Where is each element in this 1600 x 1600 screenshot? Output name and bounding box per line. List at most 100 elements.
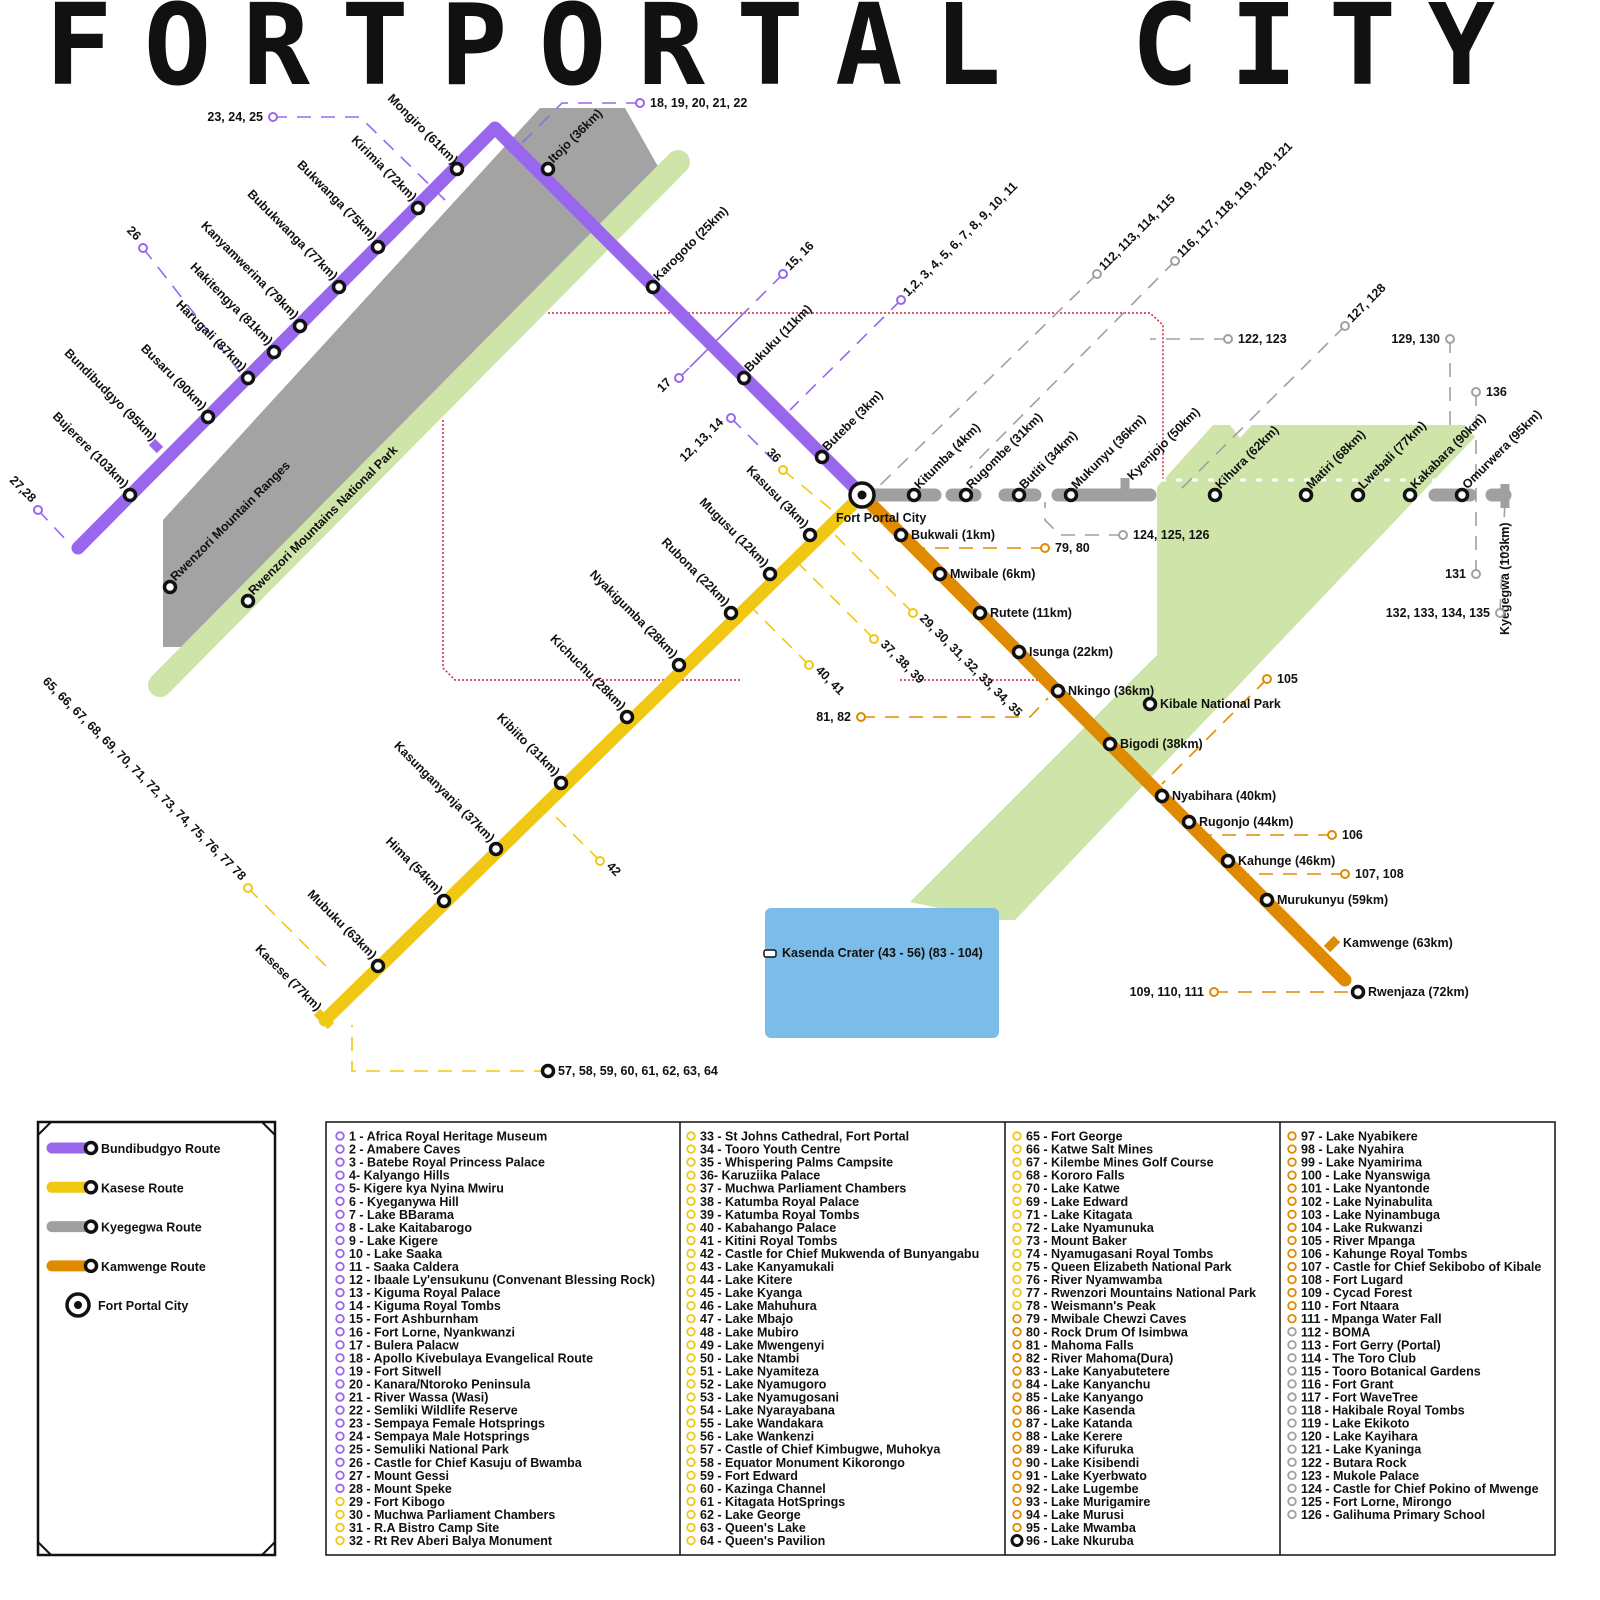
station-marker[interactable] bbox=[972, 605, 988, 621]
place-marker-icon bbox=[1012, 1300, 1022, 1311]
station-marker[interactable] bbox=[540, 161, 556, 177]
station-marker[interactable] bbox=[1298, 487, 1314, 503]
poi-marker[interactable] bbox=[635, 98, 645, 108]
station-marker[interactable] bbox=[814, 449, 830, 465]
place-list-item: 123 - Mukole Palace bbox=[1301, 1469, 1419, 1483]
station-marker[interactable] bbox=[1402, 487, 1418, 503]
legend-station-icon bbox=[83, 1140, 99, 1156]
station-marker[interactable] bbox=[240, 370, 256, 386]
poi-label: 124, 125, 126 bbox=[1133, 528, 1210, 542]
place-marker-icon bbox=[1287, 1340, 1297, 1350]
place-marker-icon bbox=[1012, 1366, 1022, 1376]
poi-marker[interactable] bbox=[595, 856, 605, 866]
poi-marker[interactable] bbox=[856, 712, 866, 722]
place-list-item: 26 - Castle for Chief Kasuju of Bwamba bbox=[349, 1456, 583, 1470]
place-marker-icon bbox=[335, 1196, 345, 1206]
connector-line bbox=[869, 273, 1098, 496]
poi-marker[interactable] bbox=[1327, 830, 1337, 840]
poi-marker[interactable] bbox=[804, 660, 814, 670]
station-marker[interactable] bbox=[1011, 644, 1027, 660]
station-marker[interactable] bbox=[802, 527, 818, 543]
station-marker[interactable] bbox=[370, 958, 386, 974]
poi-marker[interactable] bbox=[1340, 869, 1350, 879]
station-marker[interactable] bbox=[1454, 487, 1470, 503]
poi-marker[interactable] bbox=[268, 112, 278, 122]
poi-marker[interactable] bbox=[896, 295, 906, 305]
place-marker-icon bbox=[1012, 1470, 1022, 1480]
area-marker[interactable] bbox=[240, 593, 256, 609]
place-marker-icon bbox=[1287, 1313, 1297, 1324]
station-marker[interactable] bbox=[436, 893, 452, 909]
station-marker[interactable] bbox=[1207, 487, 1223, 503]
poi-marker[interactable] bbox=[1445, 334, 1455, 344]
poi-marker[interactable] bbox=[138, 243, 148, 253]
poi-label: 36 bbox=[764, 445, 784, 465]
poi-marker[interactable] bbox=[1092, 269, 1102, 279]
poi-marker[interactable] bbox=[1471, 387, 1481, 397]
poi-marker[interactable] bbox=[778, 465, 788, 475]
station-marker[interactable] bbox=[1011, 487, 1027, 503]
station-marker[interactable] bbox=[1063, 487, 1079, 503]
place-marker-icon bbox=[1287, 1209, 1297, 1219]
station-marker[interactable] bbox=[200, 409, 216, 425]
poi-marker[interactable] bbox=[1340, 321, 1350, 331]
place-marker-icon bbox=[1287, 1248, 1297, 1259]
poi-marker[interactable] bbox=[33, 505, 43, 515]
place-list-item: 86 - Lake Kasenda bbox=[1026, 1404, 1136, 1418]
poi-marker[interactable] bbox=[1170, 256, 1180, 266]
station-marker[interactable] bbox=[1102, 736, 1118, 752]
station-marker[interactable] bbox=[762, 566, 778, 582]
poi-marker[interactable] bbox=[243, 883, 253, 893]
place-list-item: 96 - Lake Nkuruba bbox=[1026, 1534, 1135, 1548]
place-list-item: 99 - Lake Nyamirima bbox=[1301, 1156, 1423, 1170]
station-marker[interactable] bbox=[488, 841, 504, 857]
place-list-item: 17 - Bulera Palacw bbox=[349, 1338, 459, 1352]
poi-marker[interactable] bbox=[1118, 530, 1128, 540]
area-marker[interactable] bbox=[162, 579, 178, 595]
poi-marker[interactable] bbox=[869, 634, 879, 644]
poi-marker[interactable] bbox=[540, 1063, 556, 1079]
poi-marker[interactable] bbox=[1209, 987, 1219, 997]
poi-marker[interactable] bbox=[1223, 334, 1233, 344]
station-marker[interactable] bbox=[723, 605, 739, 621]
station-marker[interactable] bbox=[1350, 487, 1366, 503]
station-marker[interactable] bbox=[292, 318, 308, 334]
station-marker[interactable] bbox=[553, 775, 569, 791]
poi-marker[interactable] bbox=[674, 373, 684, 383]
station-marker[interactable] bbox=[1259, 892, 1275, 908]
station-marker[interactable] bbox=[370, 239, 386, 255]
poi-marker[interactable] bbox=[908, 608, 918, 618]
station-marker[interactable] bbox=[331, 279, 347, 295]
station-marker[interactable] bbox=[1154, 788, 1170, 804]
station-marker[interactable] bbox=[671, 657, 687, 673]
place-marker-icon bbox=[1287, 1405, 1297, 1415]
place-marker-icon bbox=[335, 1392, 345, 1402]
place-list-item: 44 - Lake Kitere bbox=[700, 1273, 792, 1287]
station-marker[interactable] bbox=[1220, 853, 1236, 869]
station-marker[interactable] bbox=[893, 527, 909, 543]
station-marker[interactable] bbox=[410, 200, 426, 216]
station-marker[interactable] bbox=[958, 487, 974, 503]
poi-marker[interactable] bbox=[1495, 608, 1505, 618]
station-marker[interactable] bbox=[1350, 984, 1366, 1000]
station-marker[interactable] bbox=[736, 370, 752, 386]
place-list-item: 56 - Lake Wankenzi bbox=[700, 1430, 814, 1444]
kasenda-marker[interactable] bbox=[763, 949, 777, 958]
poi-marker[interactable] bbox=[1262, 674, 1272, 684]
poi-marker[interactable] bbox=[1040, 543, 1050, 553]
poi-marker[interactable] bbox=[778, 269, 788, 279]
station-marker[interactable] bbox=[122, 487, 138, 503]
poi-marker[interactable] bbox=[726, 413, 736, 423]
station-marker[interactable] bbox=[449, 161, 465, 177]
area-marker[interactable] bbox=[1142, 696, 1158, 712]
station-marker[interactable] bbox=[906, 487, 922, 503]
station-marker[interactable] bbox=[932, 566, 948, 582]
station-marker[interactable] bbox=[619, 709, 635, 725]
station-marker[interactable] bbox=[266, 344, 282, 360]
station-marker[interactable] bbox=[1050, 683, 1066, 699]
place-list-item: 51 - Lake Nyamiteza bbox=[700, 1364, 820, 1378]
poi-marker[interactable] bbox=[1471, 569, 1481, 579]
place-list-item: 54 - Lake Nyarayabana bbox=[700, 1404, 836, 1418]
station-marker[interactable] bbox=[1181, 814, 1197, 830]
station-marker[interactable] bbox=[645, 279, 661, 295]
